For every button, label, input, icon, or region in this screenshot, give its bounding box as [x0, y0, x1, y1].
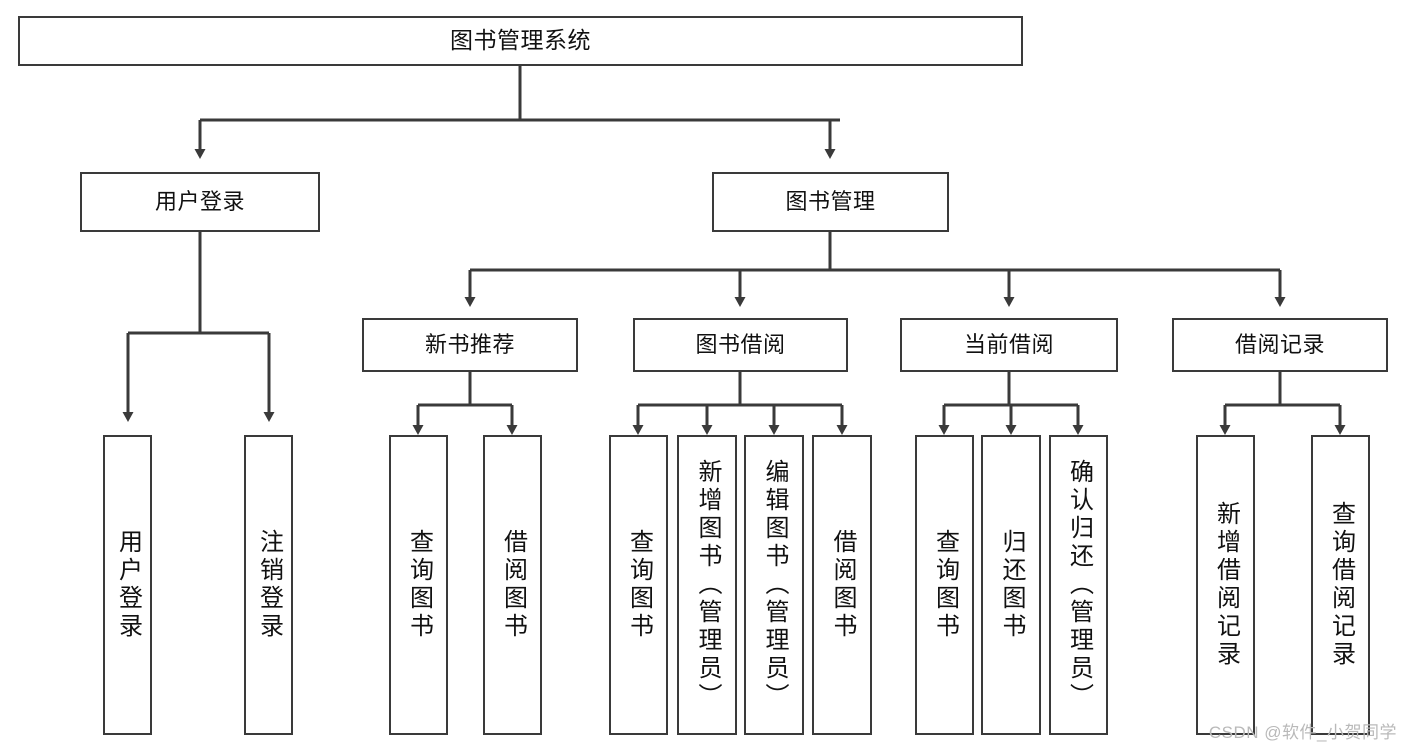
node-label: 查询图书 — [405, 529, 433, 641]
leaf-query-books-current[interactable]: 查询图书 — [915, 435, 974, 735]
leaf-add-book-admin[interactable]: 新增图书（管理员） — [677, 435, 737, 735]
leaf-query-borrow-record[interactable]: 查询借阅记录 — [1311, 435, 1370, 735]
leaf-logout[interactable]: 注销登录 — [244, 435, 293, 735]
leaf-confirm-return-admin[interactable]: 确认归还（管理员） — [1049, 435, 1108, 735]
node-label: 借阅图书 — [499, 529, 527, 641]
leaf-return-books[interactable]: 归还图书 — [981, 435, 1041, 735]
node-label: 新增图书（管理员） — [694, 459, 721, 711]
node-label: 查询图书 — [931, 529, 959, 641]
leaf-query-books[interactable]: 查询图书 — [609, 435, 668, 735]
node-label: 当前借阅 — [963, 332, 1054, 358]
node-label: 编辑图书（管理员） — [761, 459, 788, 711]
node-label: 图书管理 — [785, 189, 876, 215]
node-new-book-recommendation[interactable]: 新书推荐 — [362, 318, 578, 372]
node-label: 注销登录 — [255, 529, 283, 641]
node-user-login[interactable]: 用户登录 — [80, 172, 320, 232]
node-book-management[interactable]: 图书管理 — [712, 172, 949, 232]
leaf-query-books-new[interactable]: 查询图书 — [389, 435, 448, 735]
leaf-add-borrow-record[interactable]: 新增借阅记录 — [1196, 435, 1255, 735]
node-label: 借阅记录 — [1234, 332, 1325, 358]
node-label: 用户登录 — [154, 189, 245, 215]
node-label: 用户登录 — [114, 529, 142, 641]
node-borrowing-record[interactable]: 借阅记录 — [1172, 318, 1388, 372]
node-book-management-system[interactable]: 图书管理系统 — [18, 16, 1023, 66]
leaf-borrow-books[interactable]: 借阅图书 — [812, 435, 872, 735]
node-label: 归还图书 — [998, 529, 1025, 641]
leaf-edit-book-admin[interactable]: 编辑图书（管理员） — [744, 435, 804, 735]
node-label: 查询图书 — [625, 529, 653, 641]
node-label: 确认归还（管理员） — [1065, 459, 1093, 711]
node-book-borrowing[interactable]: 图书借阅 — [633, 318, 848, 372]
watermark: CSDN @软件_小贺同学 — [1208, 723, 1397, 742]
node-current-borrowing[interactable]: 当前借阅 — [900, 318, 1118, 372]
node-label: 查询借阅记录 — [1327, 501, 1355, 669]
leaf-borrow-books-new[interactable]: 借阅图书 — [483, 435, 542, 735]
leaf-user-login[interactable]: 用户登录 — [103, 435, 152, 735]
node-label: 新书推荐 — [424, 332, 515, 358]
node-label: 新增借阅记录 — [1212, 501, 1240, 669]
node-label: 图书借阅 — [695, 332, 786, 358]
node-label: 借阅图书 — [829, 529, 856, 641]
node-label: 图书管理系统 — [450, 27, 591, 54]
